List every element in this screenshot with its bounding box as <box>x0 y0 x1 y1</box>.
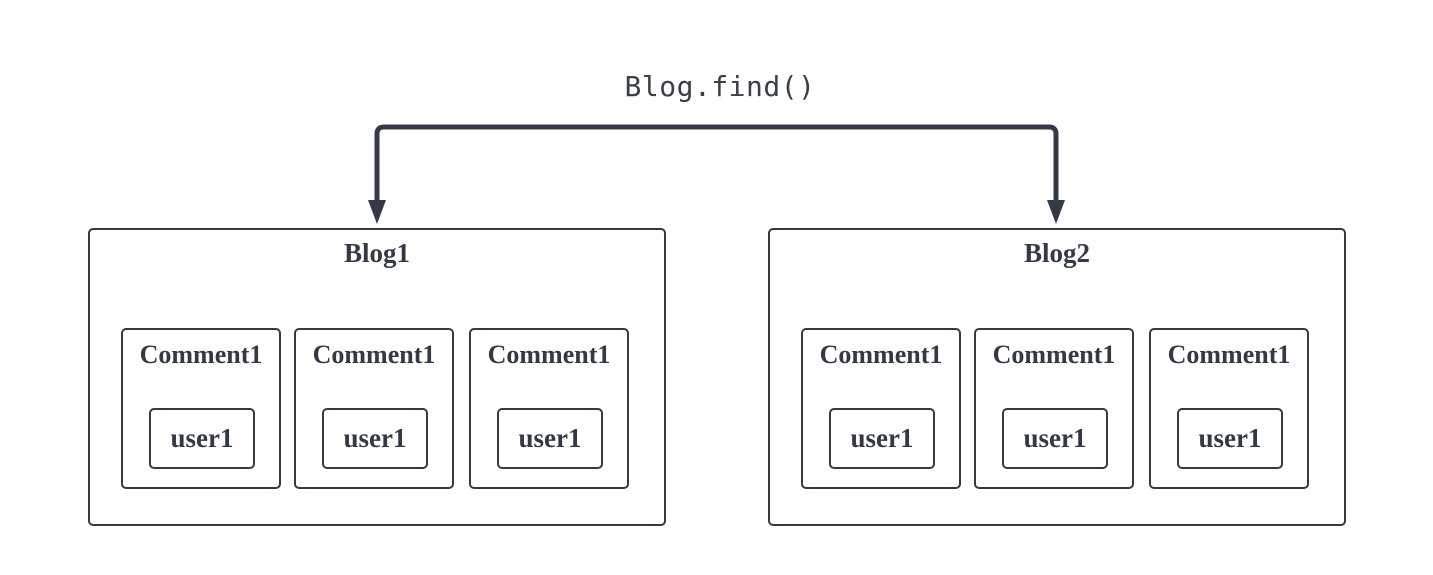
comment-title: Comment1 <box>1167 340 1291 369</box>
comment-box: Comment1 user1 <box>121 328 281 489</box>
user-box: user1 <box>149 408 255 469</box>
connector-arrow <box>374 124 1059 205</box>
blog-title: Blog1 <box>343 238 410 268</box>
blog-box-2: Blog2 Comment1 user1 Comment1 user1 Comm… <box>768 228 1346 526</box>
comment-title: Comment1 <box>139 340 263 369</box>
comment-title: Comment1 <box>992 340 1116 369</box>
comment-box: Comment1 user1 <box>801 328 961 489</box>
user-box: user1 <box>1177 408 1283 469</box>
call-label: Blog.find() <box>624 70 816 103</box>
comment-box: Comment1 user1 <box>974 328 1134 489</box>
comment-title: Comment1 <box>487 340 611 369</box>
comment-box: Comment1 user1 <box>1149 328 1309 489</box>
comment-title: Comment1 <box>312 340 436 369</box>
comment-title: Comment1 <box>819 340 943 369</box>
user-box: user1 <box>1002 408 1108 469</box>
blog-title: Blog2 <box>1023 238 1090 268</box>
user-box: user1 <box>829 408 935 469</box>
comment-box: Comment1 user1 <box>469 328 629 489</box>
user-box: user1 <box>322 408 428 469</box>
arrowhead-blog1 <box>368 200 386 224</box>
comment-box: Comment1 user1 <box>294 328 454 489</box>
user-box: user1 <box>497 408 603 469</box>
blog-box-1: Blog1 Comment1 user1 Comment1 user1 Comm… <box>88 228 666 526</box>
arrowhead-blog2 <box>1047 200 1065 224</box>
